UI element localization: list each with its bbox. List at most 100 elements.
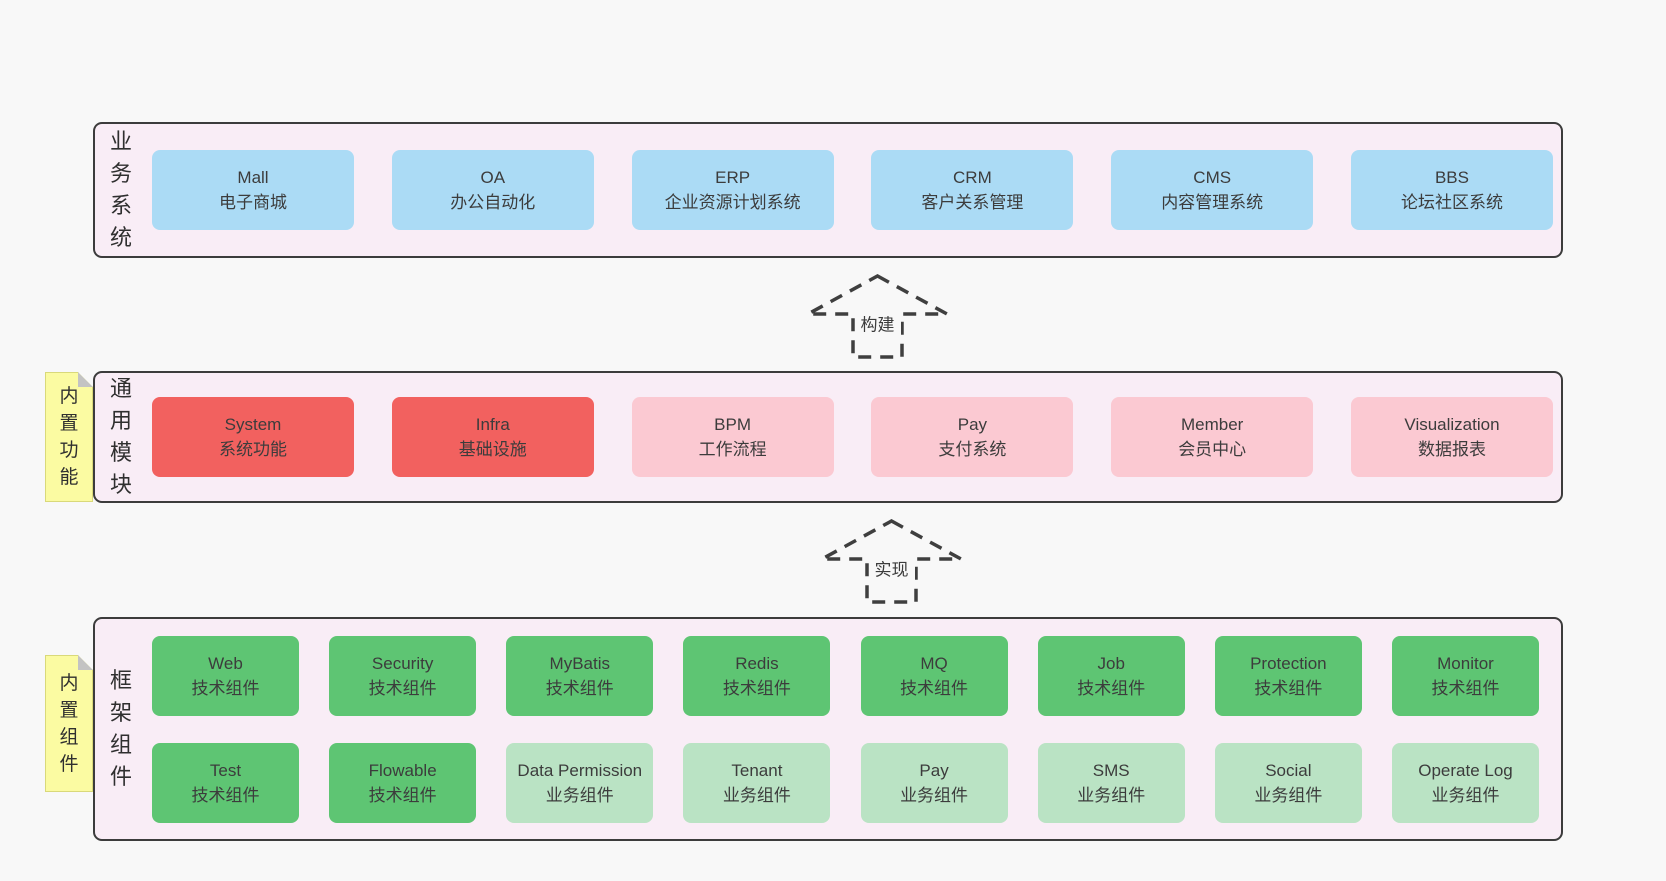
common-modules-row: System 系统功能 Infra 基础设施 BPM 工作流程 Pay 支付系统 Member 会… — [152, 397, 1553, 477]
node-monitor: Monitor 技术组件 — [1391, 635, 1539, 716]
node-social: Social 业务组件 — [1214, 742, 1362, 823]
sticky-tag-builtin-features-label: 内置功能 — [59, 386, 79, 488]
panel-framework-components-label: 框架组件 — [109, 668, 132, 789]
node-mybatis: MyBatis 技术组件 — [506, 635, 654, 716]
sticky-tag-builtin-components-label: 内置组件 — [59, 672, 79, 775]
node-member: Member 会员中心 — [1111, 397, 1314, 477]
node-subtitle: 客户关系管理 — [921, 193, 1024, 212]
dashed-up-arrow-shape — [821, 519, 962, 604]
node-bpm: BPM 工作流程 — [631, 397, 834, 477]
node-subtitle: 工作流程 — [698, 440, 767, 459]
node-infra: Infra 基础设施 — [391, 397, 594, 477]
node-test: Test 技术组件 — [152, 742, 299, 823]
node-title: BPM — [714, 415, 752, 434]
node-title: Mall — [237, 168, 269, 187]
node-title: CRM — [953, 168, 992, 187]
node-subtitle: 支付系统 — [938, 440, 1007, 459]
node-subtitle: 电子商城 — [219, 193, 287, 212]
node-job: Job 技术组件 — [1037, 635, 1185, 716]
node-subtitle: 基础设施 — [458, 440, 527, 459]
node-subtitle: 业务组件 — [722, 785, 791, 805]
node-title: MQ — [920, 653, 948, 673]
node-subtitle: 业务组件 — [1077, 785, 1146, 805]
node-title: Redis — [735, 653, 779, 673]
node-title: Member — [1181, 415, 1244, 434]
node-subtitle: 技术组件 — [191, 678, 260, 698]
node-title: BBS — [1434, 168, 1469, 187]
build-arrow: 构建 — [807, 274, 948, 359]
node-title: MyBatis — [549, 653, 611, 673]
node-subtitle: 企业资源计划系统 — [664, 193, 801, 212]
node-system: System 系统功能 — [152, 397, 354, 477]
node-title: System — [224, 415, 282, 434]
implement-arrow-label: 实现 — [868, 554, 915, 582]
node-title: ERP — [715, 168, 751, 187]
business-systems-row: Mall 电子商城 OA 办公自动化 ERP 企业资源计划系统 CRM 客户关系管理 CMS 内容… — [152, 150, 1553, 230]
node-subtitle: 技术组件 — [900, 678, 969, 698]
node-title: Data Permission — [517, 760, 643, 780]
panel-business-systems-label: 业务系统 — [109, 129, 132, 250]
node-subtitle: 技术组件 — [368, 785, 437, 805]
node-tenant: Tenant 业务组件 — [683, 742, 831, 823]
node-title: Pay — [957, 415, 988, 434]
node-subtitle: 业务组件 — [1431, 785, 1500, 805]
node-title: OA — [480, 168, 506, 187]
node-oa: OA 办公自动化 — [391, 150, 594, 230]
node-subtitle: 技术组件 — [1077, 678, 1146, 698]
node-title: Web — [208, 653, 243, 673]
sticky-tag-builtin-features: 内置功能 — [45, 372, 93, 502]
node-subtitle: 技术组件 — [1254, 678, 1323, 698]
node-visualization: Visualization 数据报表 — [1350, 397, 1553, 477]
node-title: Flowable — [368, 760, 437, 780]
node-subtitle: 业务组件 — [545, 785, 614, 805]
node-row: System 系统功能 Infra 基础设施 BPM 工作流程 Pay 支付系统 Member 会… — [152, 397, 1553, 477]
node-subtitle: 技术组件 — [545, 678, 614, 698]
node-erp: ERP 企业资源计划系统 — [631, 150, 834, 230]
node-subtitle: 技术组件 — [191, 785, 260, 805]
node-pay: Pay 业务组件 — [860, 742, 1008, 823]
node-operate-log: Operate Log 业务组件 — [1391, 742, 1539, 823]
panel-common-modules-label: 通用模块 — [109, 376, 132, 497]
panel-common-modules: 通用模块 System 系统功能 Infra 基础设施 BPM 工作流程 Pay 支付系统 Me… — [93, 371, 1563, 503]
node-subtitle: 数据报表 — [1417, 440, 1486, 459]
node-mall: Mall 电子商城 — [152, 150, 354, 230]
node-subtitle: 技术组件 — [368, 678, 437, 698]
node-title: Tenant — [731, 760, 783, 780]
node-title: Security — [371, 653, 434, 673]
node-subtitle: 技术组件 — [1431, 678, 1500, 698]
node-web: Web 技术组件 — [152, 635, 299, 716]
node-title: Infra — [475, 415, 510, 434]
node-title: Pay — [919, 760, 949, 780]
node-mq: MQ 技术组件 — [860, 635, 1008, 716]
node-title: Operate Log — [1418, 760, 1513, 780]
node-title: Test — [209, 760, 242, 780]
panel-business-systems: 业务系统 Mall 电子商城 OA 办公自动化 ERP 企业资源计划系统 CRM 客户关系管理… — [93, 122, 1563, 258]
node-subtitle: 业务组件 — [1254, 785, 1323, 805]
node-title: SMS — [1092, 760, 1130, 780]
node-subtitle: 系统功能 — [219, 440, 287, 459]
dashed-up-arrow-shape — [807, 274, 948, 359]
node-title: CMS — [1193, 168, 1232, 187]
node-subtitle: 办公自动化 — [450, 193, 536, 212]
folded-corner-icon — [78, 372, 93, 387]
node-title: Protection — [1250, 653, 1327, 673]
node-sms: SMS 业务组件 — [1037, 742, 1185, 823]
folded-corner-icon — [78, 655, 93, 670]
build-arrow-label: 构建 — [854, 309, 901, 337]
node-title: Visualization — [1404, 415, 1500, 434]
node-subtitle: 会员中心 — [1178, 440, 1247, 459]
node-pay: Pay 支付系统 — [871, 397, 1074, 477]
node-row: Mall 电子商城 OA 办公自动化 ERP 企业资源计划系统 CRM 客户关系管理 CMS 内容… — [152, 150, 1553, 230]
node-title: Job — [1097, 653, 1125, 673]
node-subtitle: 业务组件 — [900, 785, 969, 805]
node-crm: CRM 客户关系管理 — [871, 150, 1074, 230]
node-security: Security 技术组件 — [329, 635, 477, 716]
node-title: Social — [1265, 760, 1312, 780]
node-title: Monitor — [1437, 653, 1494, 673]
node-subtitle: 内容管理系统 — [1161, 193, 1264, 212]
node-data-permission: Data Permission 业务组件 — [506, 742, 654, 823]
